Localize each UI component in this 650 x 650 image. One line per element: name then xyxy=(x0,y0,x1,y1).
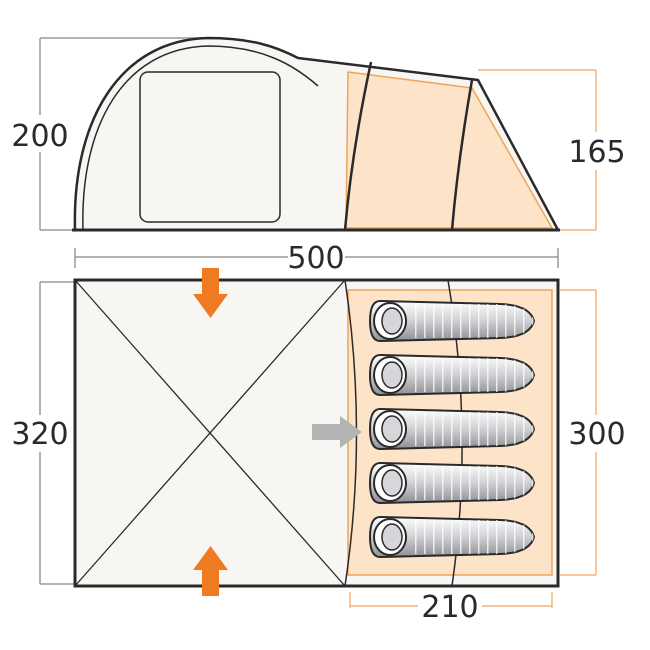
sleeping-bag xyxy=(369,516,535,558)
sleeping-bag xyxy=(369,408,535,450)
bedroom-height-dimension-lines xyxy=(478,69,597,231)
height-label: 200 xyxy=(11,119,68,154)
width-dimension-lines xyxy=(39,281,75,585)
side-height-dimension-lines xyxy=(39,37,210,231)
porch-diagonal-2 xyxy=(74,279,346,587)
bedroom-entry-arrow-icon xyxy=(312,416,362,448)
bedroom-depth-dimension-lines xyxy=(349,592,553,608)
side-pole-2 xyxy=(450,79,474,231)
sleeping-bag xyxy=(369,462,535,504)
width-label: 320 xyxy=(11,417,68,452)
porch-arch xyxy=(82,45,319,231)
length-label: 500 xyxy=(287,241,344,276)
floor-plan: 320 300 210 xyxy=(11,268,626,625)
top-door-arrow-icon xyxy=(193,268,228,318)
length-dimension-lines xyxy=(74,248,559,268)
bedroom-width-label: 300 xyxy=(568,417,625,452)
bedroom-depth-label: 210 xyxy=(421,590,478,625)
side-pole-1 xyxy=(343,61,373,231)
bottom-door-arrow-icon xyxy=(193,546,228,596)
side-view: 200 165 500 xyxy=(11,36,626,276)
bedroom-height-label: 165 xyxy=(568,135,625,170)
bedroom-width-dimension-lines xyxy=(560,289,597,576)
sleeping-bag xyxy=(369,354,535,396)
sleeping-bag xyxy=(369,300,535,342)
bedroom-side-area xyxy=(345,71,554,229)
side-window xyxy=(139,71,281,223)
